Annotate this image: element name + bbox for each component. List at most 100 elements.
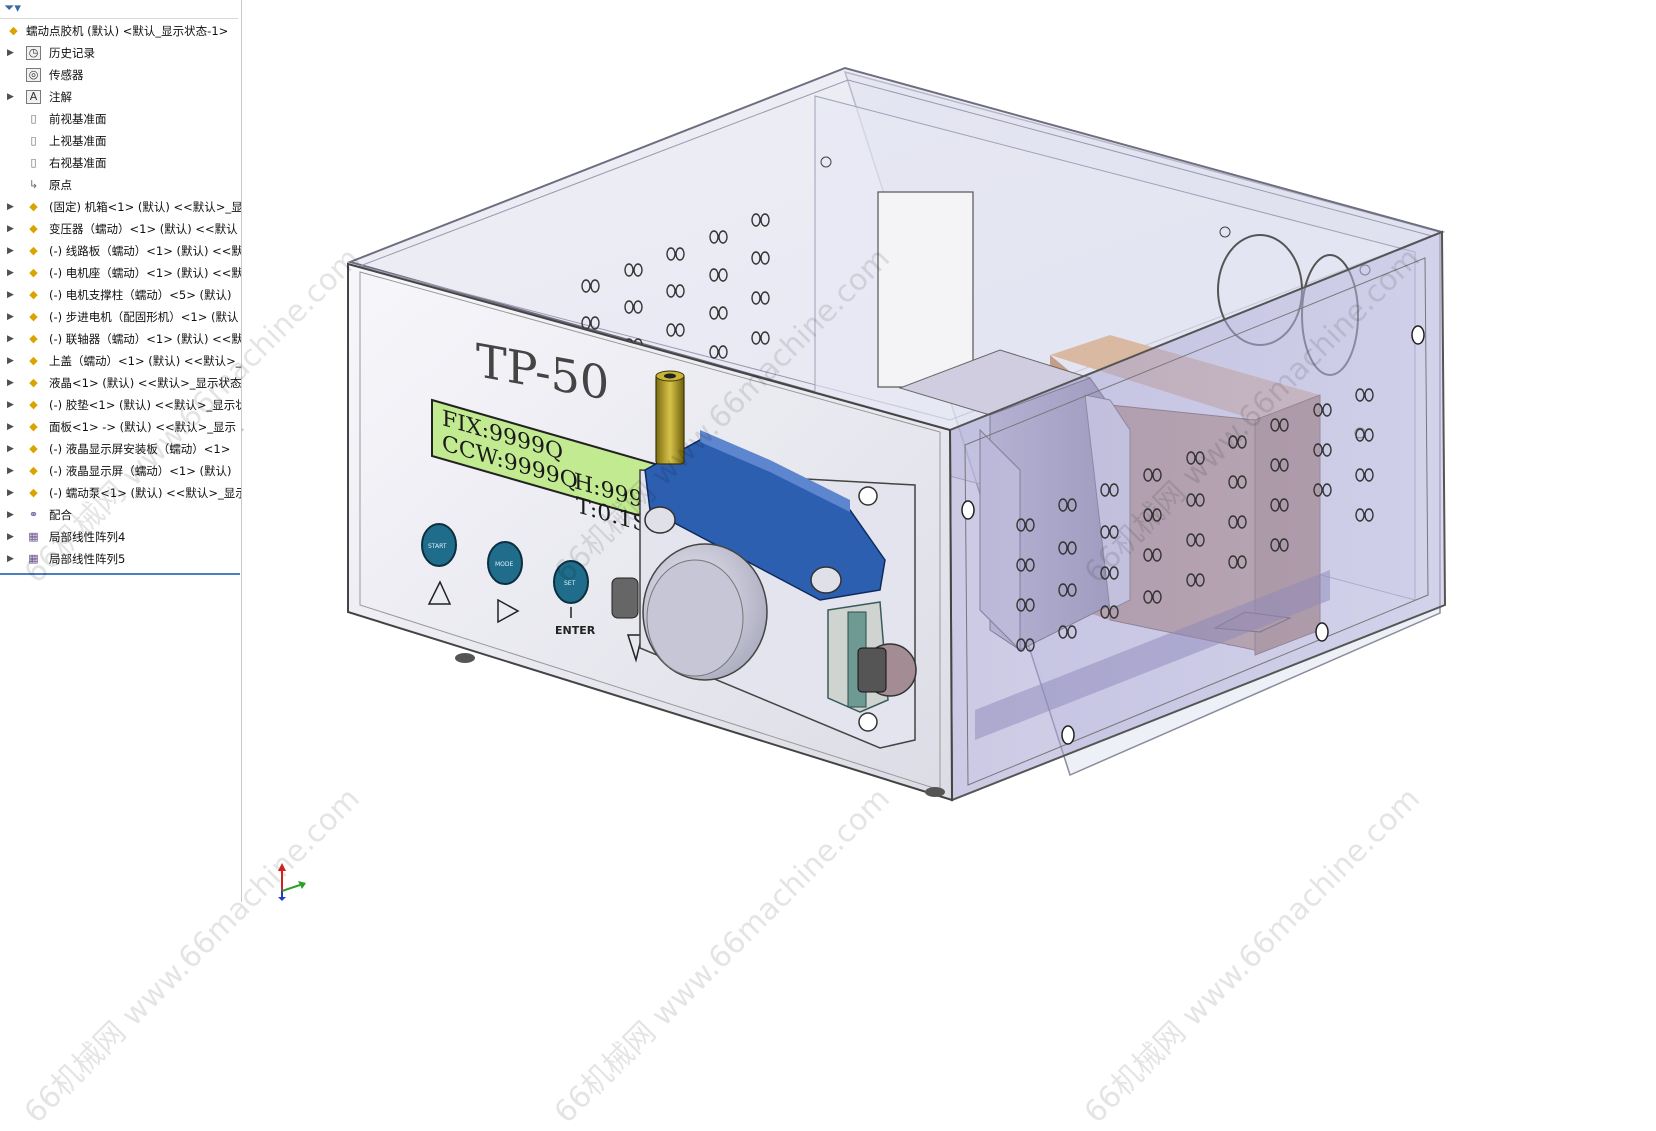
tree-item[interactable]: ↳原点 xyxy=(0,174,241,196)
tree-item[interactable]: ▶ ◆ (-) 蠕动泵<1> (默认) <<默认>_显示 xyxy=(0,482,241,504)
coordinate-triad-icon[interactable] xyxy=(276,857,316,901)
mate-icon: ⚭ xyxy=(28,508,39,521)
tree-item[interactable]: ▶ ◆ (固定) 机箱<1> (默认) <<默认>_显 xyxy=(0,196,241,218)
expand-arrow-icon[interactable]: ▶ xyxy=(7,356,14,366)
pattern-icon: ▦ xyxy=(28,552,39,565)
annotation-icon: A xyxy=(26,90,41,104)
mode-button-label: MODE xyxy=(495,561,514,568)
tree-item-label: 上盖（蠕动）<1> (默认) <<默认>_ xyxy=(49,354,241,368)
expand-arrow-icon[interactable]: ▶ xyxy=(7,92,14,102)
plane-icon: ▯ xyxy=(30,134,37,147)
expand-arrow-icon[interactable]: ▶ xyxy=(7,554,14,564)
tree-item-label: (-) 电机支撑柱（蠕动）<5> (默认) xyxy=(49,288,232,302)
panel-collapse-handle[interactable]: › xyxy=(241,425,245,434)
assembly-icon: ◆ xyxy=(9,24,18,37)
tree-item[interactable]: ▶ ◆ 面板<1> -> (默认) <<默认>_显示 xyxy=(0,416,241,438)
tree-item[interactable]: ▶ ◷ 历史记录 xyxy=(0,42,241,64)
expand-arrow-icon[interactable]: ▶ xyxy=(7,224,14,234)
tree-item-label: (-) 液晶显示屏（蠕动）<1> (默认) xyxy=(49,464,232,478)
tree-item-label: (-) 蠕动泵<1> (默认) <<默认>_显示 xyxy=(49,486,241,500)
expand-arrow-icon[interactable]: ▶ xyxy=(7,268,14,278)
tree-item-label: 配合 xyxy=(49,508,72,522)
tree-item-label: 右视基准面 xyxy=(49,156,107,170)
tree-item[interactable]: ▯ 右视基准面 xyxy=(0,152,241,174)
filter-icon[interactable]: ⏷▾ xyxy=(4,1,21,16)
part-icon: ◆ xyxy=(29,200,38,213)
plane-icon: ▯ xyxy=(30,156,37,169)
tree-item-label: (固定) 机箱<1> (默认) <<默认>_显 xyxy=(49,200,241,214)
tree-item[interactable]: ▯ 前视基准面 xyxy=(0,108,241,130)
expand-arrow-icon[interactable]: ▶ xyxy=(7,422,14,432)
expand-arrow-icon[interactable]: ▶ xyxy=(7,532,14,542)
tree-item[interactable]: ▶ ◆ 液晶<1> (默认) <<默认>_显示状态 xyxy=(0,372,241,394)
part-icon: ◆ xyxy=(29,244,38,257)
tree-item[interactable]: ▶ ◆ (-) 联轴器（蠕动）<1> (默认) <<默 xyxy=(0,328,241,350)
expand-arrow-icon[interactable]: ▶ xyxy=(7,378,14,388)
history-icon: ◷ xyxy=(26,46,41,60)
tree-filter-bar: ⏷▾ xyxy=(0,0,238,19)
part-icon: ◆ xyxy=(29,266,38,279)
expand-arrow-icon[interactable]: ▶ xyxy=(7,290,14,300)
tree-item-label: 液晶<1> (默认) <<默认>_显示状态 xyxy=(49,376,241,390)
tree-item-label: (-) 液晶显示屏安装板（蠕动）<1> xyxy=(49,442,231,456)
tree-item-label: (-) 线路板（蠕动）<1> (默认) <<默 xyxy=(49,244,241,258)
tree-item-label: (-) 步进电机（配固形机）<1> (默认 xyxy=(49,310,239,324)
part-icon: ◆ xyxy=(29,222,38,235)
tree-item[interactable]: ▯上视基准面 xyxy=(0,130,241,152)
tree-item[interactable]: ▶◆上盖（蠕动）<1> (默认) <<默认>_ xyxy=(0,350,241,372)
start-button-label: START xyxy=(428,543,447,550)
tree-item[interactable]: ▶ ◆ (-) 胶垫<1> (默认) <<默认>_显示状 xyxy=(0,394,241,416)
tree-item[interactable]: ▶ ◆ (-) 电机支撑柱（蠕动）<5> (默认) xyxy=(0,284,241,306)
tree-item[interactable]: ▶◆(-) 液晶显示屏（蠕动）<1> (默认) xyxy=(0,460,241,482)
tree-item[interactable]: ▶ ▦ 局部线性阵列5 xyxy=(0,548,241,570)
enter-label: ENTER xyxy=(555,624,596,637)
part-icon: ◆ xyxy=(29,332,38,345)
tree-item-label: 历史记录 xyxy=(49,46,95,60)
tree-item[interactable]: ▶▦局部线性阵列4 xyxy=(0,526,241,548)
tree-root-label: 蠕动点胶机 (默认) <默认_显示状态-1> xyxy=(26,24,229,38)
expand-arrow-icon[interactable]: ▶ xyxy=(7,488,14,498)
expand-arrow-icon[interactable]: ▶ xyxy=(7,246,14,256)
part-icon: ◆ xyxy=(29,420,38,433)
part-icon: ◆ xyxy=(29,486,38,499)
tree-item[interactable]: ▶◆变压器（蠕动）<1> (默认) <<默认 xyxy=(0,218,241,240)
tree-item-label: 局部线性阵列5 xyxy=(49,552,126,566)
tree-item[interactable]: ▶ ◆ (-) 步进电机（配固形机）<1> (默认 xyxy=(0,306,241,328)
tree-item[interactable]: ◎ 传感器 xyxy=(0,64,241,86)
expand-arrow-icon[interactable]: ▶ xyxy=(7,312,14,322)
tree-item-label: (-) 胶垫<1> (默认) <<默认>_显示状 xyxy=(49,398,241,412)
tree-item-label: (-) 电机座（蠕动）<1> (默认) <<默 xyxy=(49,266,241,280)
part-icon: ◆ xyxy=(29,398,38,411)
expand-arrow-icon[interactable]: ▶ xyxy=(7,202,14,212)
control-buttons: START MODE SET ENTER xyxy=(421,523,643,663)
expand-arrow-icon[interactable]: ▶ xyxy=(7,400,14,410)
graphics-viewport[interactable]: FIX:9999Q CCW:9999Q H:999Q T:0.1S TP-50 … xyxy=(18,0,1656,1130)
tree-item[interactable]: ▶ ◆ (-) 线路板（蠕动）<1> (默认) <<默 xyxy=(0,240,241,262)
expand-arrow-icon[interactable]: ▶ xyxy=(7,466,14,476)
part-icon: ◆ xyxy=(29,442,38,455)
part-icon: ◆ xyxy=(29,288,38,301)
plane-icon: ▯ xyxy=(30,112,37,125)
tree-root-assembly[interactable]: ◆ 蠕动点胶机 (默认) <默认_显示状态-1> xyxy=(0,20,241,42)
tree-item[interactable]: ▶ ◆ (-) 液晶显示屏安装板（蠕动）<1> xyxy=(0,438,241,460)
tree-item[interactable]: ▶ ◆ (-) 电机座（蠕动）<1> (默认) <<默 xyxy=(0,262,241,284)
set-button-label: SET xyxy=(564,580,576,587)
sensor-icon: ◎ xyxy=(26,68,41,82)
expand-arrow-icon[interactable]: ▶ xyxy=(7,510,14,520)
side-screws xyxy=(961,325,1425,745)
expand-arrow-icon[interactable]: ▶ xyxy=(7,48,14,58)
part-icon: ◆ xyxy=(29,310,38,323)
expand-arrow-icon[interactable]: ▶ xyxy=(7,334,14,344)
expand-arrow-icon[interactable]: ▶ xyxy=(7,444,14,454)
tree-item-label: 面板<1> -> (默认) <<默认>_显示 xyxy=(49,420,236,434)
tree-item-label: 传感器 xyxy=(49,68,84,82)
tree-item-label: 局部线性阵列4 xyxy=(49,530,126,544)
tree-item[interactable]: ▶ ⚭ 配合 xyxy=(0,504,241,526)
tree-item-label: (-) 联轴器（蠕动）<1> (默认) <<默 xyxy=(49,332,241,346)
model-scene: FIX:9999Q CCW:9999Q H:999Q T:0.1S TP-50 … xyxy=(346,66,1447,802)
part-icon: ◆ xyxy=(29,376,38,389)
tree-item-label: 前视基准面 xyxy=(49,112,107,126)
